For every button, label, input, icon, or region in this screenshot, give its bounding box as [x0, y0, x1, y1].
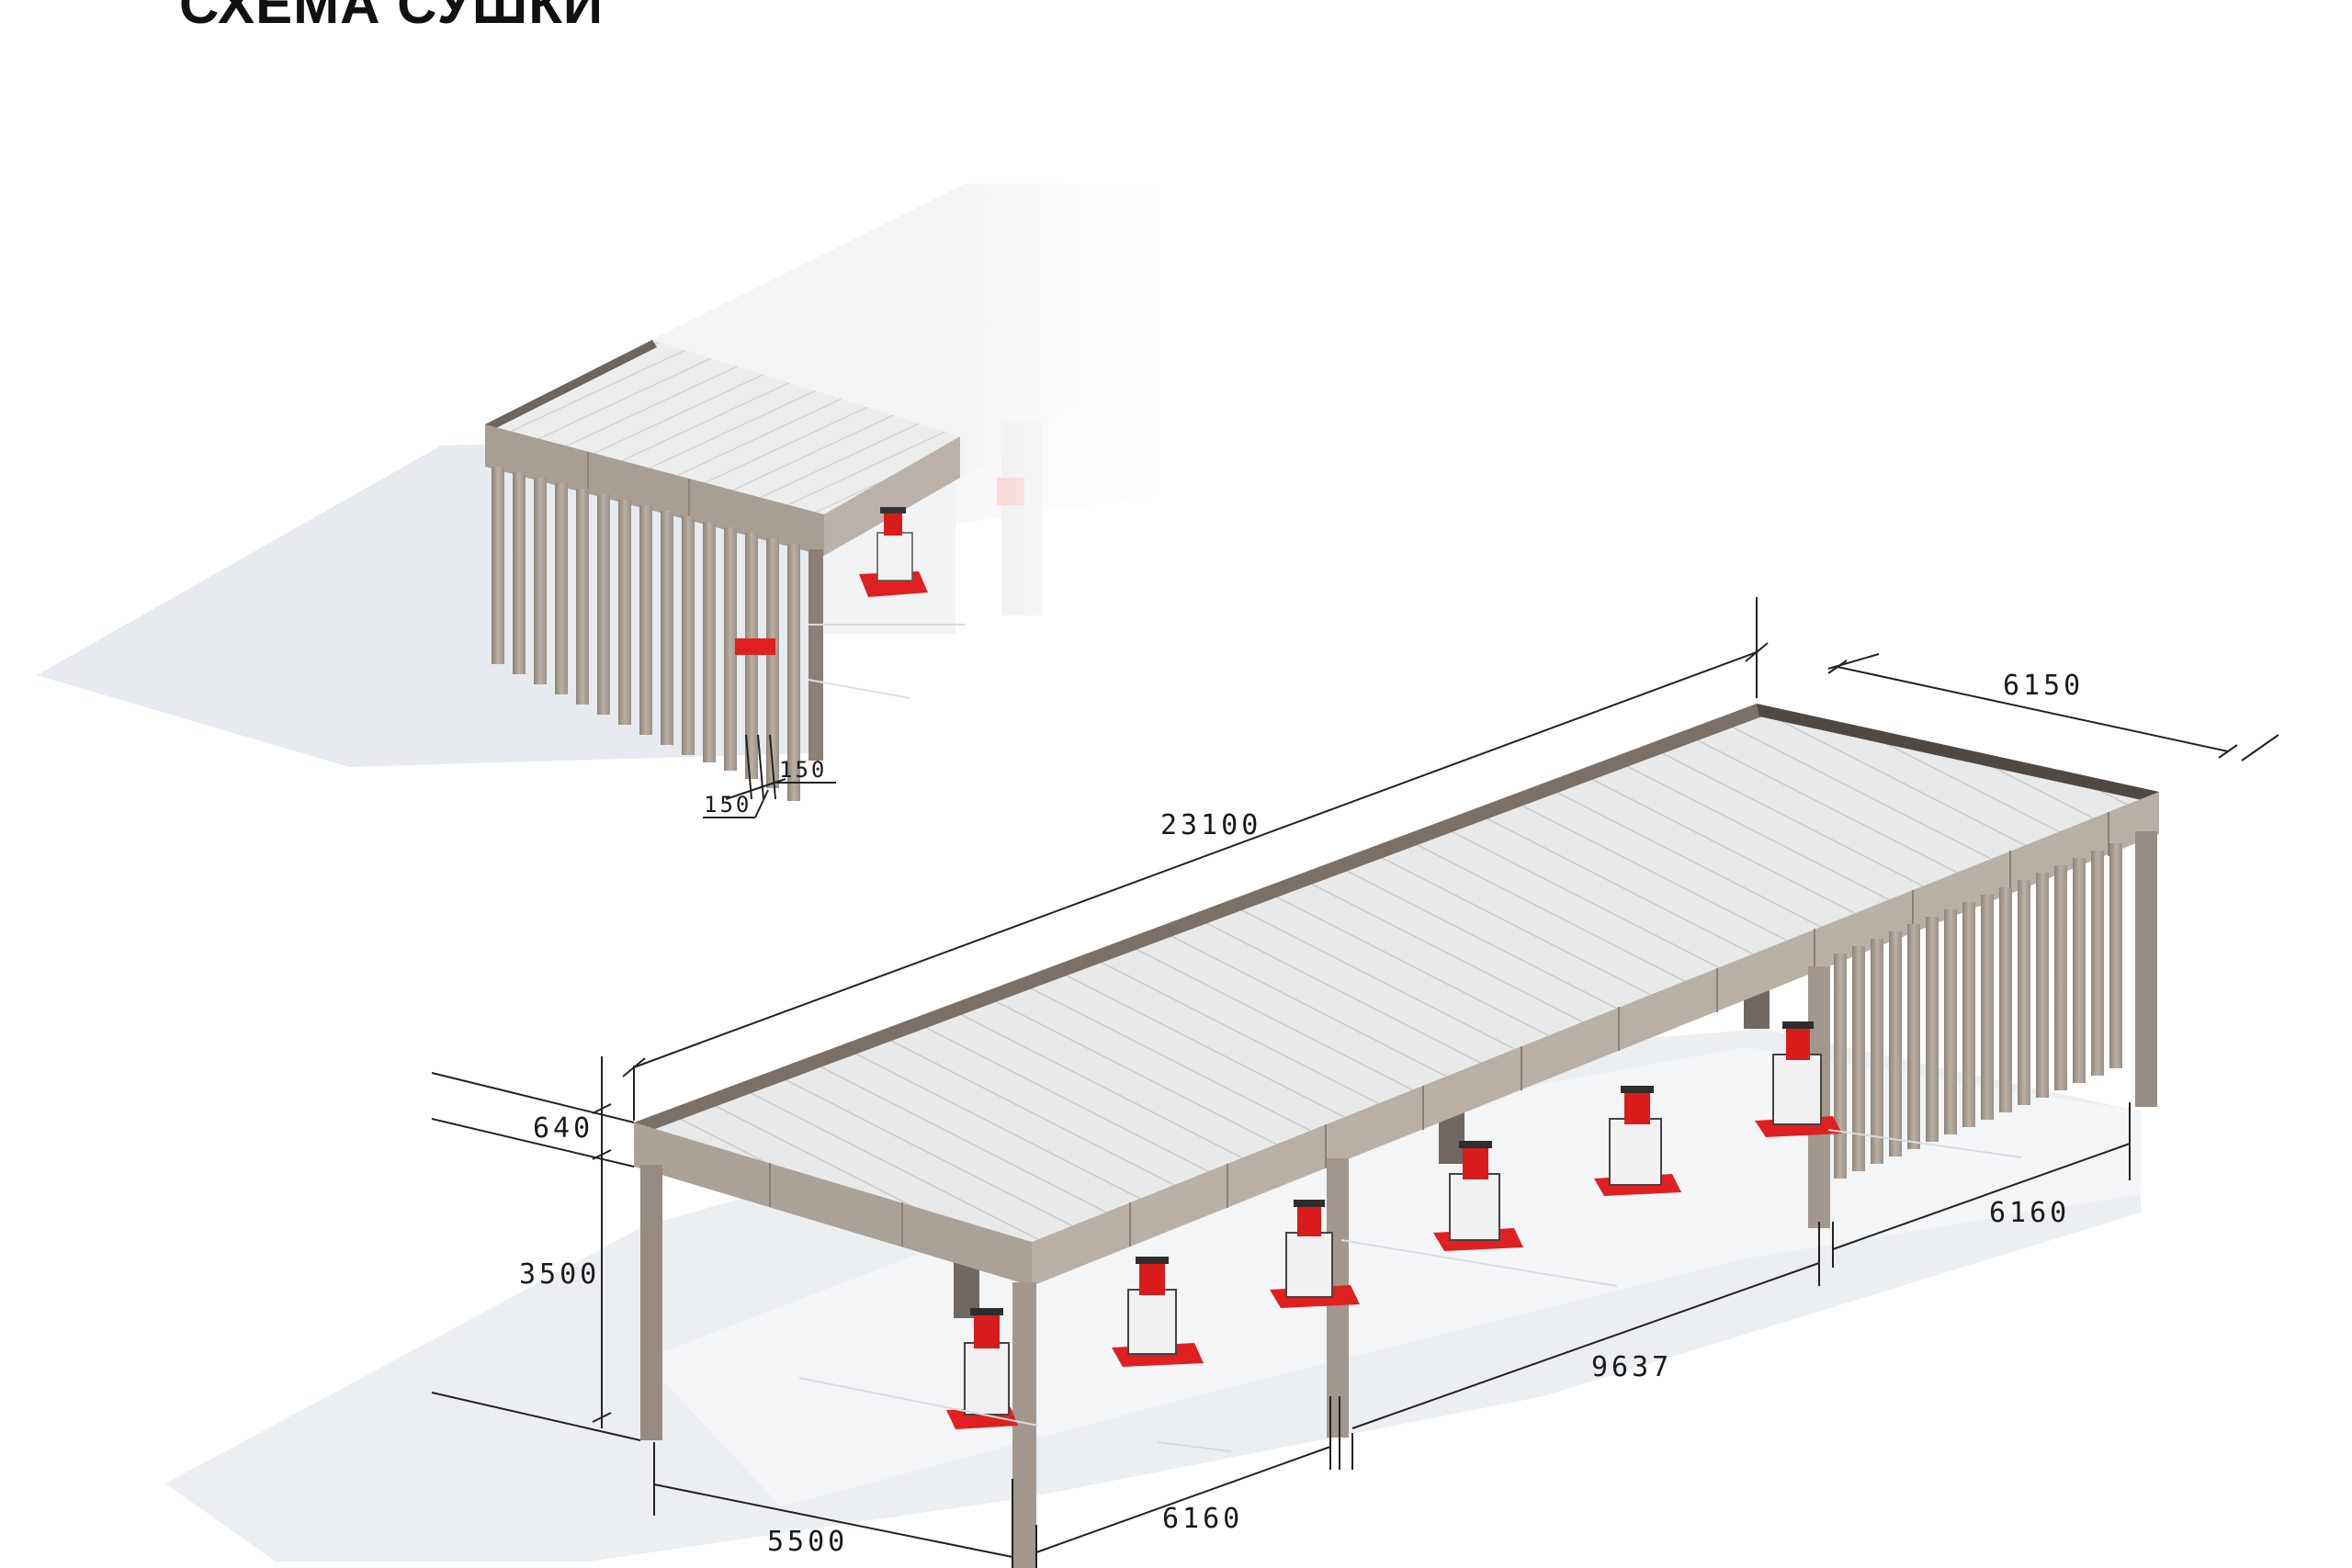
dim-width: 6150: [1827, 653, 2279, 761]
front-post-corner: [640, 1165, 662, 1440]
dispenser-1: [946, 1308, 1018, 1429]
main-roof: [634, 704, 2159, 1242]
small-view-shadow: [37, 436, 808, 767]
dim-heights: 640 3500: [431, 1056, 641, 1441]
dim-slat: 150 150: [703, 734, 836, 818]
main-slats: [1834, 843, 2122, 1179]
dispenser-6: [1755, 1021, 1842, 1137]
front-post-end: [2135, 831, 2157, 1107]
dim-slat-width: 150: [779, 757, 827, 783]
main-fascia-side: [1032, 792, 2159, 1286]
dim-bays-side: 9637 6160: [1351, 1102, 2131, 1470]
dim-bay-4-label: 6160: [1989, 1197, 2070, 1229]
small-view-roof: [485, 340, 960, 514]
page-title: СХЕМА СУШКИ: [179, 0, 604, 35]
dispenser-5: [1594, 1086, 1681, 1196]
dispenser-2: [1112, 1257, 1204, 1367]
dim-bays-front: 5500 6160: [653, 1396, 1340, 1568]
small-view-dispenser-2: [735, 638, 775, 655]
small-view-slats: [492, 467, 823, 801]
small-view-fascia: [485, 424, 824, 556]
main-fascia-front: [634, 1122, 1032, 1286]
dim-fascia-height-label: 640: [533, 1112, 594, 1145]
dim-slat-gap: 150: [704, 792, 752, 818]
small-view: [37, 175, 1167, 801]
dim-bay-3-label: 9637: [1591, 1351, 1672, 1383]
dim-width-label: 6150: [2003, 670, 2084, 702]
dim-bay-1-label: 5500: [767, 1526, 848, 1558]
small-view-dispenser: [859, 507, 928, 597]
dim-length: 23100: [622, 597, 1769, 1121]
main-canopy: [165, 704, 2159, 1568]
dispenser-3: [1270, 1200, 1360, 1308]
dim-column-height-label: 3500: [519, 1258, 600, 1291]
dim-length-label: 23100: [1160, 809, 1261, 841]
dim-bay-2-label: 6160: [1162, 1503, 1243, 1535]
dispenser-4: [1433, 1141, 1523, 1251]
